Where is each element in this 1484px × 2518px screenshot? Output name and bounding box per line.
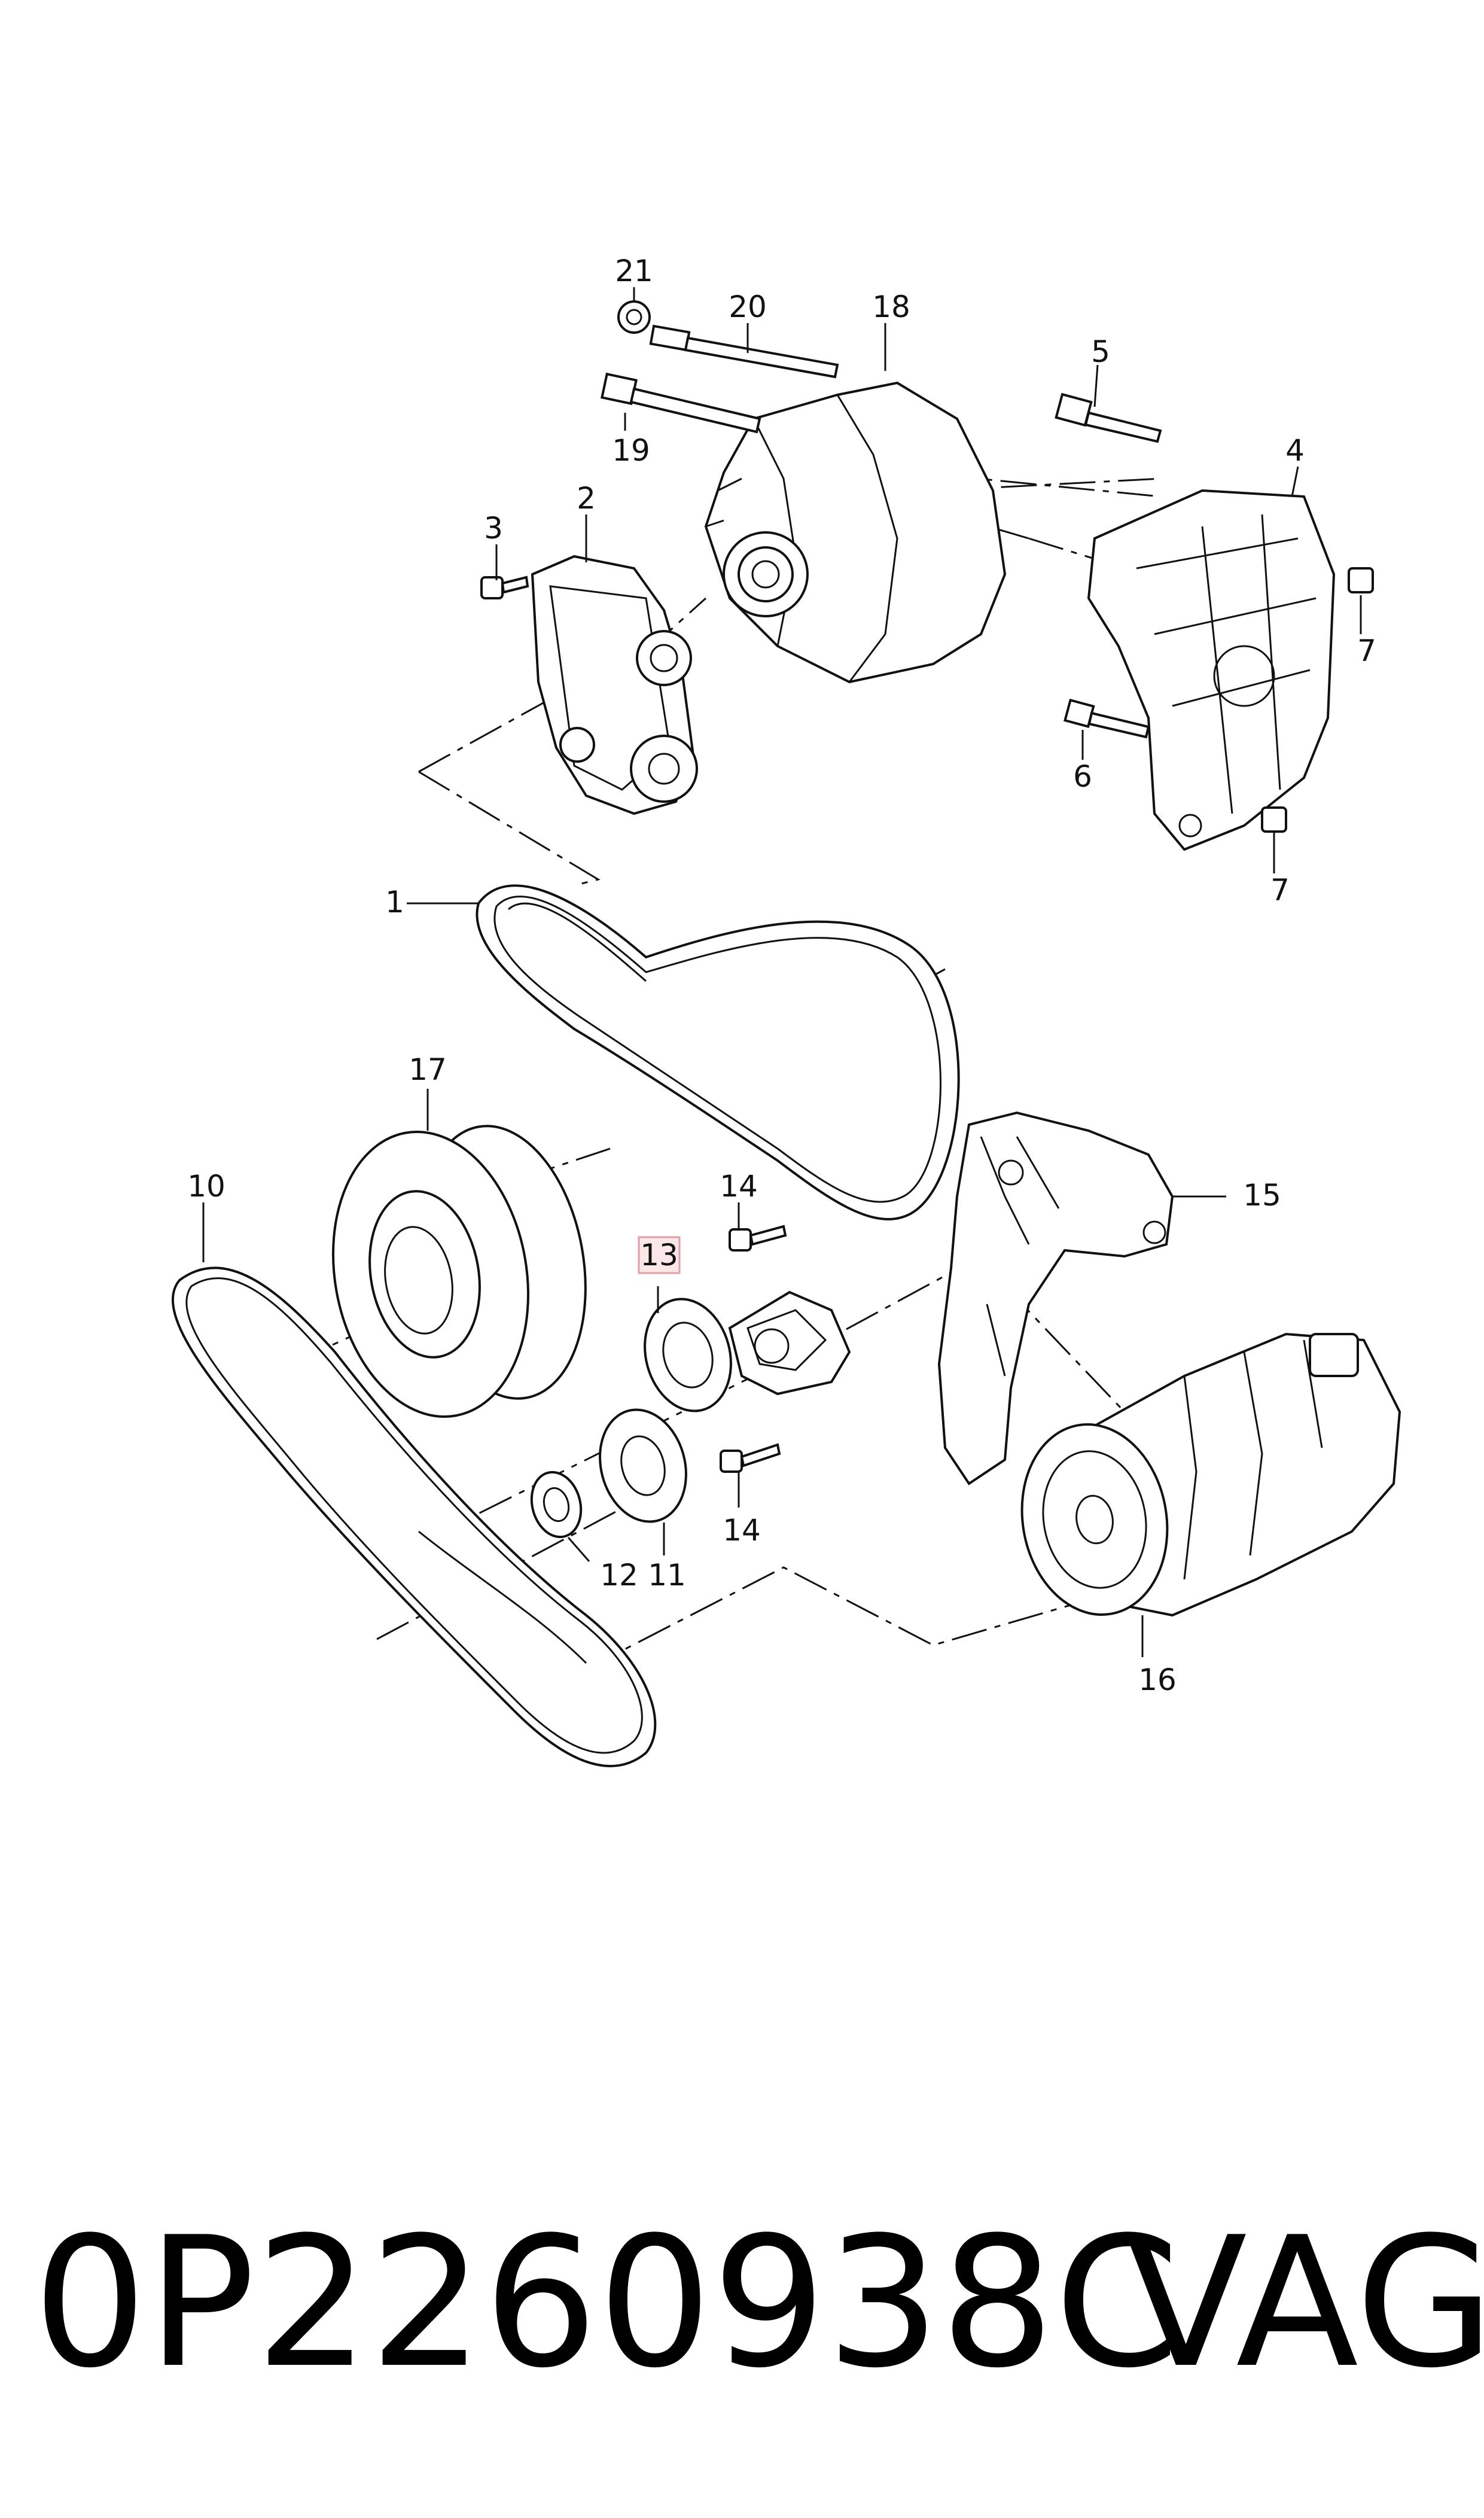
callout-17[interactable]: 17 [409,1052,447,1087]
callout-7-lower[interactable]: 7 [1270,873,1290,908]
callout-16[interactable]: 16 [1138,1663,1177,1697]
callout-7-upper[interactable]: 7 [1357,634,1376,668]
bolt-3 [480,576,529,599]
nut-7-upper [1348,567,1374,593]
tensioner-assembly [531,555,698,815]
callout-4[interactable]: 4 [1285,433,1305,468]
bolt-6 [1064,698,1150,739]
callout-11[interactable]: 11 [648,1558,686,1593]
callout-13[interactable]: 13 [640,1238,678,1272]
leader-lines [202,287,1362,1657]
callout-14-lower[interactable]: 14 [723,1513,761,1548]
callout-19[interactable]: 19 [612,433,650,468]
bolt-20 [649,324,839,379]
bolt-14-upper [729,1225,787,1252]
callout-10[interactable]: 10 [187,1169,226,1204]
callout-3[interactable]: 3 [484,511,503,546]
callout-labels: 21 20 18 5 19 4 3 2 7 6 7 1 17 14 15 10 … [187,254,1376,1697]
callout-highlight [638,1236,681,1274]
idler-pulley [599,1408,687,1523]
ribbed-belt-lower [171,1266,657,1768]
ac-compressor [1020,1332,1401,1617]
callout-15[interactable]: 15 [1243,1178,1281,1213]
ribbed-belt-upper [476,884,960,1220]
callout-1[interactable]: 1 [385,885,404,919]
callout-18[interactable]: 18 [872,290,910,324]
bolt-14-lower [720,1443,781,1473]
callout-21[interactable]: 21 [615,254,653,288]
alternator [704,381,1007,684]
callout-2[interactable]: 2 [577,481,596,516]
bolt-19 [601,372,761,434]
vibration-damper [332,1125,587,1418]
nut-7-lower [1261,806,1287,833]
brand-name: VAG [1125,2199,1484,2407]
callout-20[interactable]: 20 [729,290,767,324]
callout-5[interactable]: 5 [1091,334,1110,369]
callout-14-upper[interactable]: 14 [720,1169,758,1204]
bolt-5 [1055,392,1162,443]
callout-12[interactable]: 12 [600,1558,638,1593]
belt-tensioner [644,1290,851,1412]
bracket [1087,489,1336,851]
bracket-15 [937,1111,1174,1485]
nut-21 [617,300,651,334]
part-number: 0P2260938C [33,2199,1180,2407]
pulley-cap [530,1470,583,1539]
callout-6[interactable]: 6 [1073,759,1092,794]
